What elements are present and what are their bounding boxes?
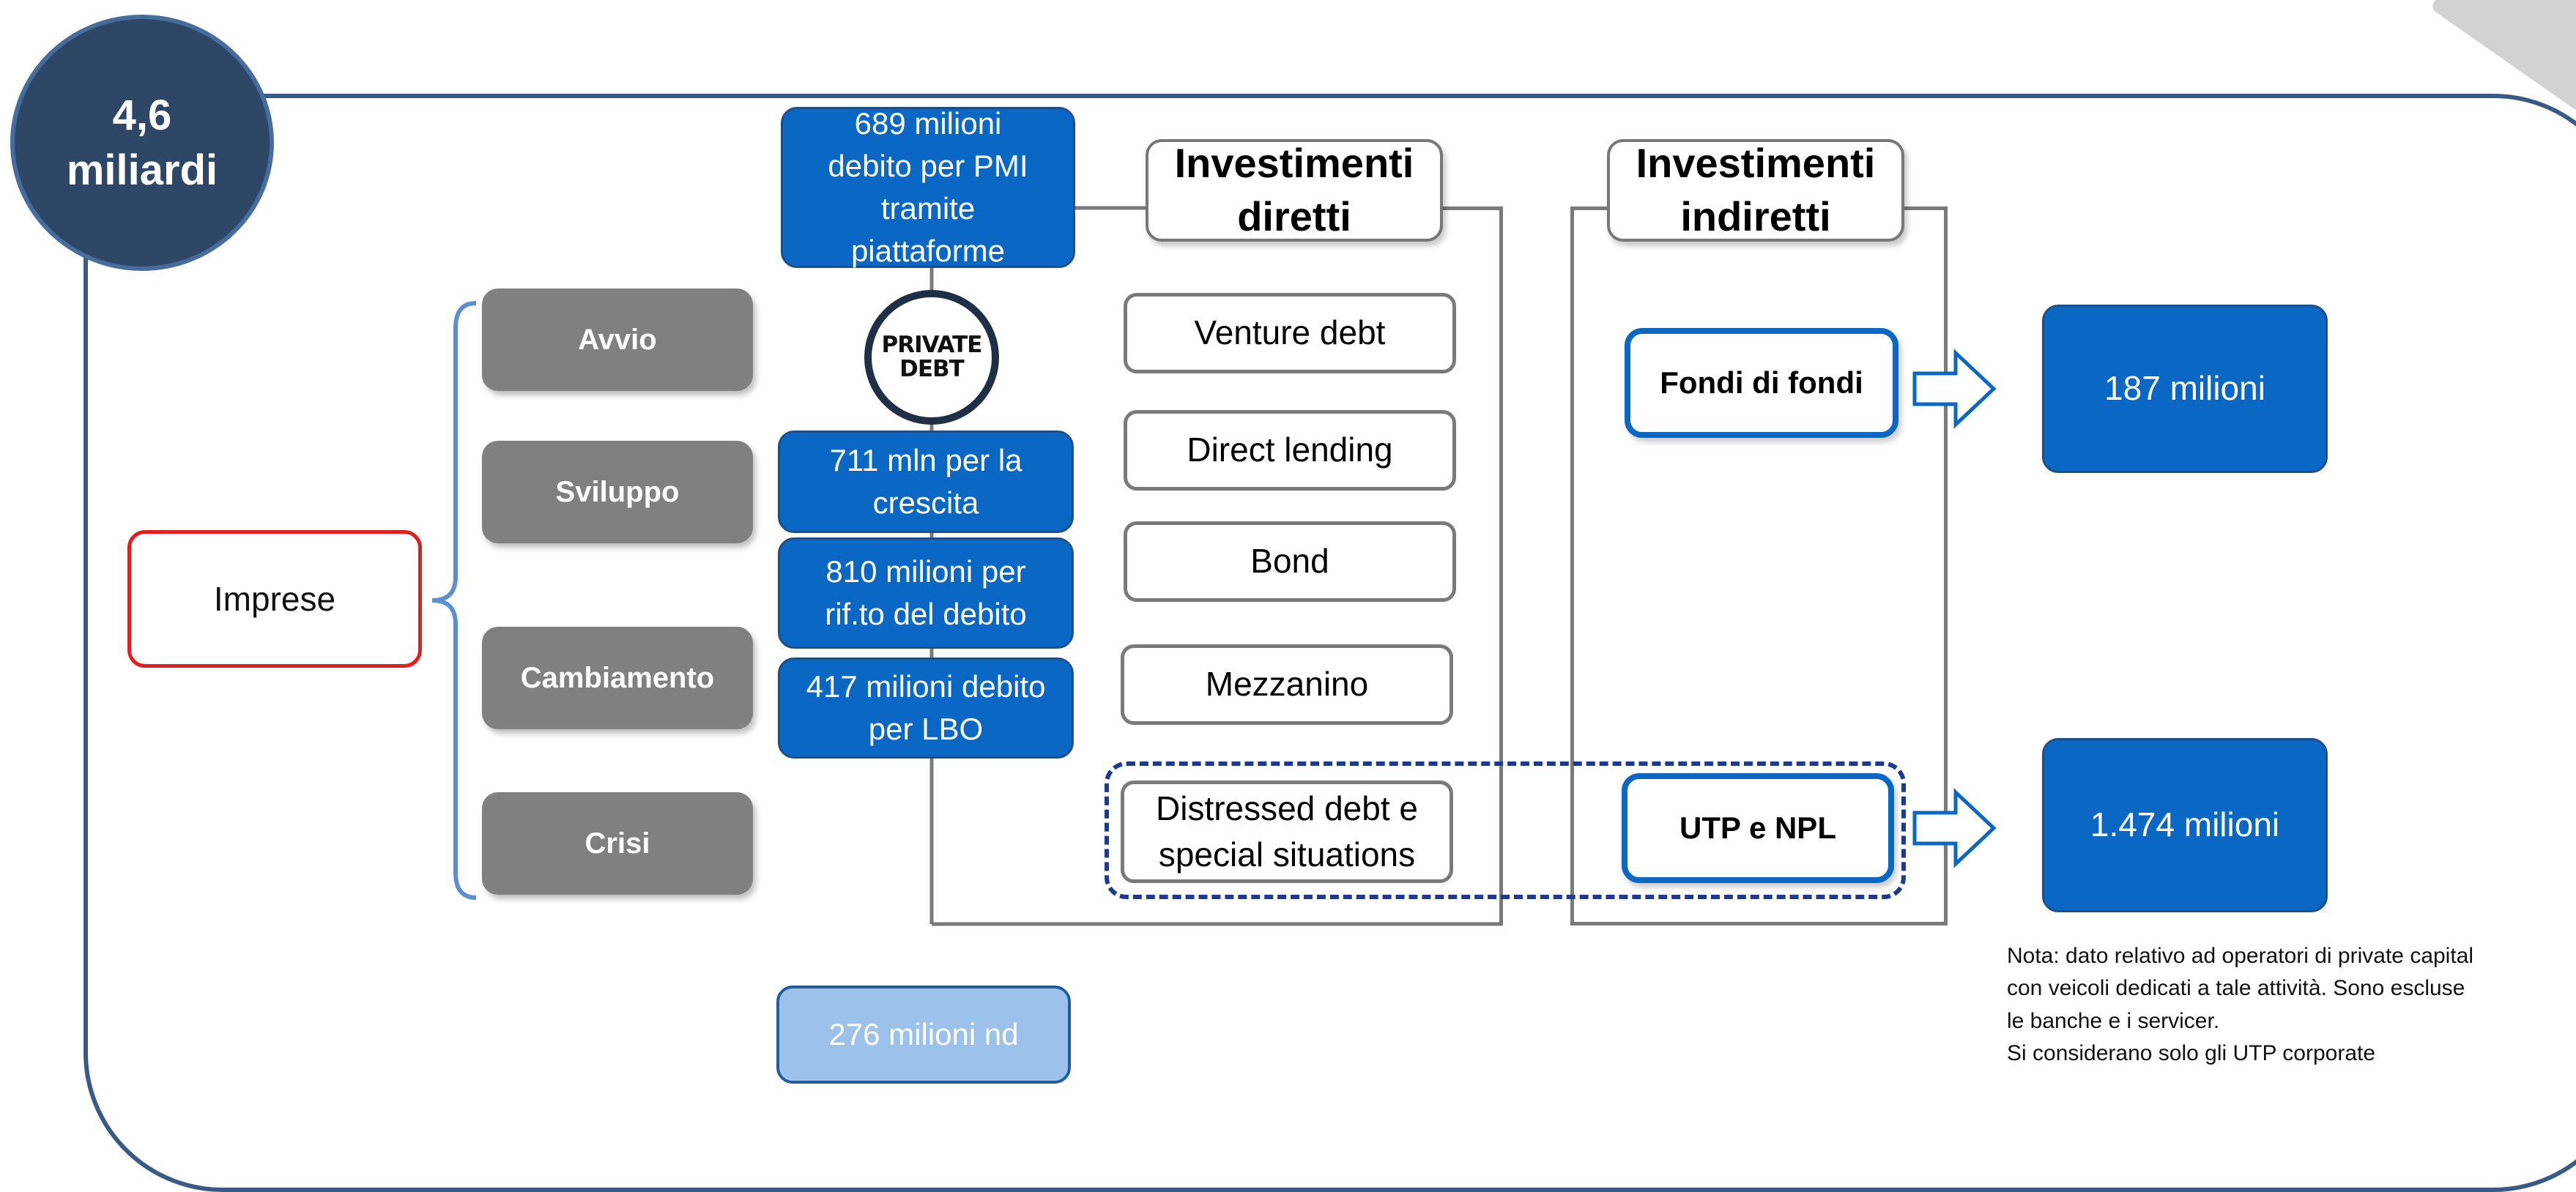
fondi-di-fondi-box: Fondi di fondi — [1625, 328, 1898, 438]
utp-npl-box: UTP e NPL — [1622, 773, 1894, 883]
distressed-region — [1105, 761, 1906, 899]
result-fondi-text: 187 milioni — [2104, 369, 2265, 408]
instrument-bond: Bond — [1124, 521, 1456, 602]
header-indirect: Investimenti indiretti — [1607, 139, 1904, 242]
private-debt-logo: PRIVATE DEBT — [864, 290, 999, 425]
indirect-group-top-right — [1903, 206, 1947, 210]
total-unit: miliardi — [66, 146, 218, 194]
instrument-label: Mezzanino — [1205, 665, 1369, 704]
arrow-right-icon — [1912, 349, 1997, 429]
instrument-distressed: Distressed debt e special situations — [1121, 781, 1453, 883]
stage-label: Crisi — [584, 827, 650, 860]
stage-label: Avvio — [578, 323, 657, 356]
total-badge: 4,6 miliardi — [10, 15, 274, 271]
amount-platforms-text: 689 milioni debito per PMI tramite piatt… — [828, 106, 1028, 268]
amount-growth-text: 711 mln per la crescita — [829, 443, 1022, 520]
instrument-label: Direct lending — [1187, 431, 1393, 469]
result-utp-text: 1.474 milioni — [2090, 805, 2280, 844]
imprese-box: Imprese — [127, 530, 422, 668]
total-amount: 4,6 — [112, 91, 172, 139]
header-direct: Investimenti diretti — [1146, 139, 1443, 242]
instrument-label: Bond — [1250, 542, 1329, 581]
direct-group-top-line — [1440, 206, 1503, 210]
header-direct-text: Investimenti diretti — [1174, 140, 1414, 239]
amount-lbo: 417 milioni debito per LBO — [778, 658, 1074, 759]
arrow-right-icon — [1912, 788, 1997, 868]
logo-line2: DEBT — [899, 356, 965, 382]
instrument-mezzanino: Mezzanino — [1121, 644, 1453, 725]
indirect-group-outline — [1570, 206, 1948, 925]
footnote-line: con veicoli dedicati a tale attività. So… — [2007, 976, 2465, 1001]
stage-avvio: Avvio — [482, 288, 753, 391]
instrument-label: Venture debt — [1194, 313, 1386, 352]
fondi-di-fondi-label: Fondi di fondi — [1660, 365, 1863, 400]
footnote-line: le banche e i servicer. — [2007, 1008, 2220, 1033]
direct-group-outline — [932, 208, 1503, 925]
instrument-venture-debt: Venture debt — [1124, 293, 1456, 373]
amount-refinancing: 810 milioni per rif.to del debito — [778, 537, 1074, 649]
result-utp-npl: 1.474 milioni — [2042, 738, 2328, 912]
amount-growth: 711 mln per la crescita — [778, 431, 1074, 533]
header-indirect-text: Investimenti indiretti — [1636, 140, 1876, 239]
amount-platforms: 689 milioni debito per PMI tramite piatt… — [781, 106, 1075, 268]
stage-cambiamento: Cambiamento — [482, 627, 753, 729]
stage-sviluppo: Sviluppo — [482, 441, 753, 543]
footnote: Nota: dato relativo ad operatori di priv… — [2007, 940, 2564, 1070]
stage-label: Sviluppo — [555, 475, 680, 508]
utp-npl-label: UTP e NPL — [1679, 811, 1836, 845]
imprese-label: Imprese — [213, 580, 336, 618]
indirect-group-top-left — [1570, 206, 1614, 210]
stages-bracket — [431, 301, 477, 900]
instrument-label: Distressed debt e special situations — [1156, 789, 1418, 873]
footnote-line: Si considerano solo gli UTP corporate — [2007, 1041, 2376, 1066]
result-fondi-di-fondi: 187 milioni — [2042, 305, 2328, 473]
amount-lbo-text: 417 milioni debito per LBO — [806, 669, 1046, 746]
amount-refinancing-text: 810 milioni per rif.to del debito — [825, 554, 1027, 631]
logo-line1: PRIVATE — [881, 332, 983, 359]
instrument-direct-lending: Direct lending — [1124, 410, 1456, 491]
footnote-line: Nota: dato relativo ad operatori di priv… — [2007, 944, 2474, 968]
stage-crisi: Crisi — [482, 792, 753, 895]
amount-nd: 276 milioni nd — [776, 986, 1071, 1084]
stage-label: Cambiamento — [520, 661, 715, 694]
amount-nd-text: 276 milioni nd — [828, 1017, 1019, 1051]
